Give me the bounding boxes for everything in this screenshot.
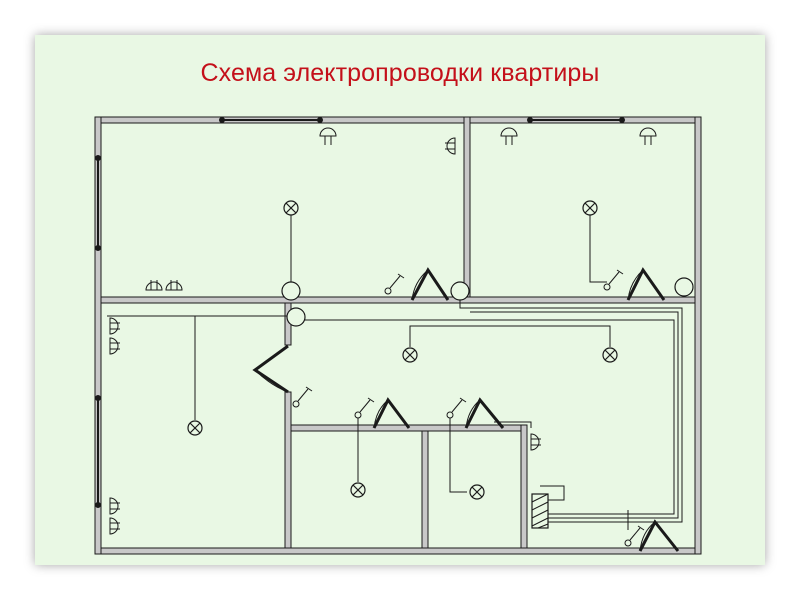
walls xyxy=(94,116,702,555)
wall-switch-icon xyxy=(292,269,645,547)
wall-bath-divider xyxy=(421,430,429,549)
junction-box-icon xyxy=(281,277,694,327)
outer-wall-bottom xyxy=(94,547,702,555)
outer-wall-right xyxy=(694,116,702,555)
electrical-panel-icon xyxy=(531,493,549,529)
wall-top-divider xyxy=(463,116,471,304)
wall-horizontal-upper xyxy=(100,296,696,304)
window-icon xyxy=(95,117,625,508)
diagram-title: Схема электропроводки квартиры xyxy=(200,59,600,87)
wiring xyxy=(107,215,683,530)
wall-vertical-mid-lower xyxy=(284,391,292,549)
wall-wc-right xyxy=(520,424,528,549)
ceiling-lamp-icon xyxy=(187,200,618,500)
double-socket-icon xyxy=(109,127,657,535)
